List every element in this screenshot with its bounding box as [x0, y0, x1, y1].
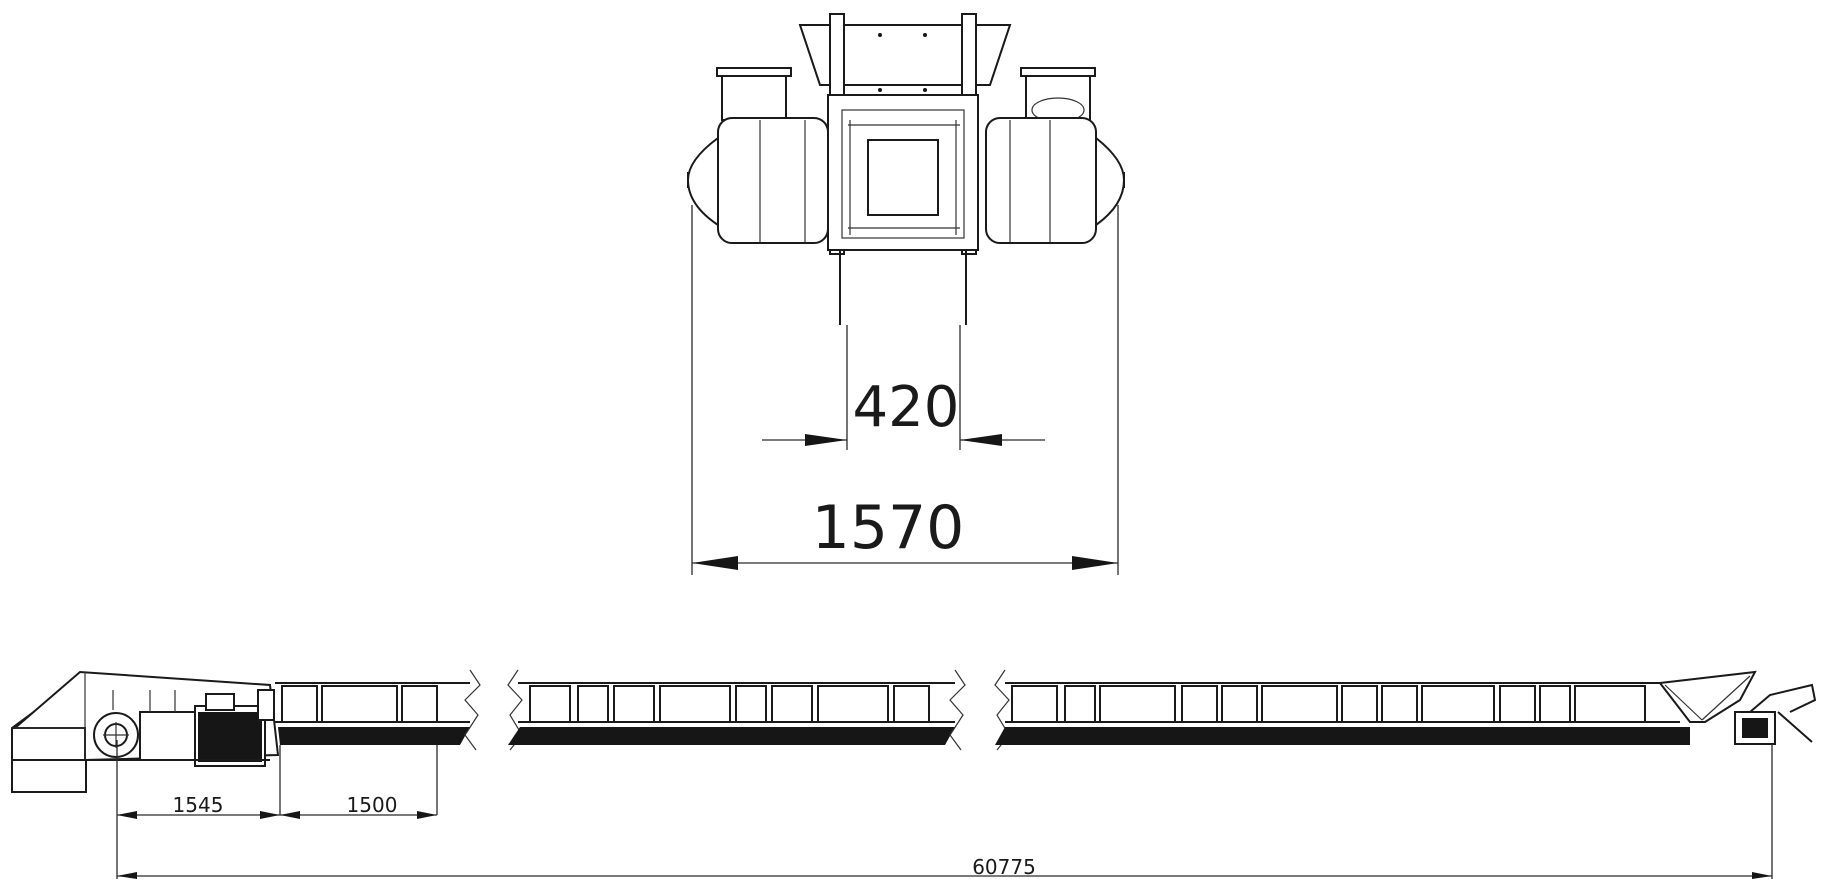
- dimension-1545-label: 1545: [173, 793, 224, 817]
- frame-segment-1: [275, 669, 481, 751]
- dimension-420-label: 420: [853, 375, 960, 440]
- frame-segment-3: [994, 669, 1690, 751]
- dimension-segments: 1545 1500: [116, 740, 438, 819]
- dimension-1570: 1570: [691, 205, 1119, 575]
- right-motor: [985, 67, 1126, 244]
- dimension-1500-label: 1500: [347, 793, 398, 817]
- front-view: 420 1570: [686, 13, 1126, 575]
- side-view: 1545 1500 60775: [11, 669, 1817, 879]
- left-motor: [686, 67, 829, 244]
- dimension-60775-label: 60775: [972, 855, 1036, 879]
- tail-section: [1658, 670, 1817, 745]
- frame-segment-2: [507, 669, 966, 751]
- dimension-1570-label: 1570: [812, 493, 965, 563]
- dimension-total: 60775: [116, 744, 1773, 879]
- drive-head-section: [11, 670, 280, 793]
- central-body: [827, 94, 979, 251]
- dimension-420: 420: [762, 325, 1045, 450]
